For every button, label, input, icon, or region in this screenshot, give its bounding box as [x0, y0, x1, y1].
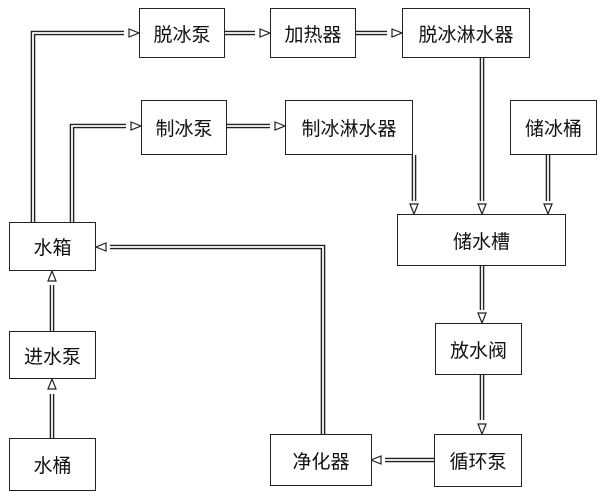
double-line-inner [32, 32, 549, 461]
bucket-box: 水桶 [9, 438, 96, 491]
storage-trough-box: 储水槽 [397, 214, 566, 266]
storage-trough-label: 储水槽 [452, 230, 510, 253]
drain-valve-label: 放水阀 [449, 339, 507, 362]
bucket-label: 水桶 [33, 455, 72, 477]
ice-bin-label: 储冰桶 [524, 118, 582, 140]
deice-pump-label: 脱冰泵 [153, 23, 211, 46]
purifier-to-tank-line [110, 244, 326, 434]
water-tank-box: 水箱 [9, 222, 96, 271]
water-tank-label: 水箱 [33, 237, 72, 259]
purifier-label: 净化器 [292, 450, 350, 473]
ice-pump-box: 制冰泵 [141, 100, 227, 155]
ice-bin-box: 储冰桶 [510, 100, 597, 155]
circulation-pump-label: 循环泵 [449, 451, 507, 473]
ice-pump-label: 制冰泵 [155, 118, 213, 140]
deice-pump-box: 脱冰泵 [139, 8, 225, 58]
circulation-pump-box: 循环泵 [434, 434, 522, 487]
heater-label: 加热器 [284, 23, 342, 46]
tank-to-ice-pump-line [69, 123, 126, 222]
purifier-box: 净化器 [270, 434, 372, 486]
inlet-pump-box: 进水泵 [9, 331, 96, 379]
ice-sprinkler-box: 制冰淋水器 [285, 100, 413, 155]
heater-box: 加热器 [270, 8, 356, 58]
ice-sprinkler-label: 制冰淋水器 [301, 118, 397, 140]
inlet-pump-label: 进水泵 [23, 345, 81, 368]
drain-valve-box: 放水阀 [435, 323, 522, 375]
deice-sprinkler-box: 脱冰淋水器 [402, 8, 530, 58]
deice-sprinkler-label: 脱冰淋水器 [418, 23, 514, 46]
